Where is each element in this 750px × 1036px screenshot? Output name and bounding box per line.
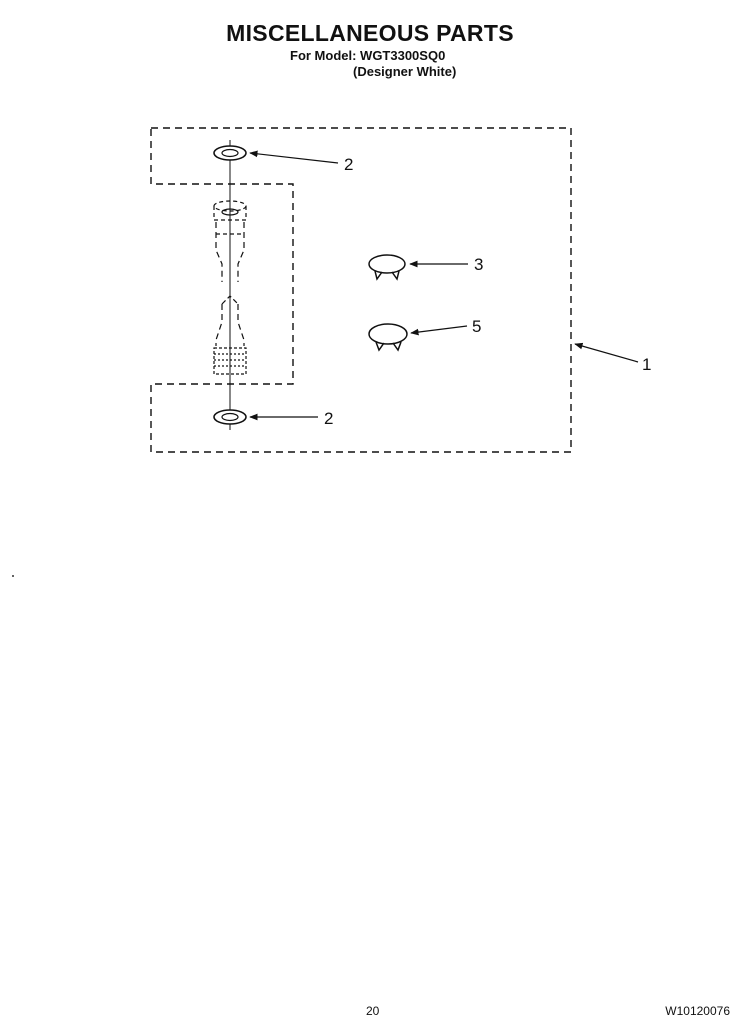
page-title: MISCELLANEOUS PARTS bbox=[226, 20, 514, 46]
document-code: W10120076 bbox=[665, 1004, 730, 1018]
scan-mark bbox=[12, 575, 14, 577]
hose-upper-fitting bbox=[213, 200, 247, 282]
leader-clamp-large bbox=[410, 325, 468, 336]
washer-top bbox=[213, 145, 247, 161]
model-line: For Model: WGT3300SQ0 bbox=[290, 48, 446, 63]
callout-clamp-large: 5 bbox=[472, 317, 481, 336]
hose-clamp-large bbox=[368, 323, 408, 352]
hose-clamp-small bbox=[368, 254, 406, 281]
leader-washer-top bbox=[249, 150, 339, 164]
callout-washer-bottom: 2 bbox=[324, 409, 333, 428]
callout-washer-top: 2 bbox=[344, 155, 353, 174]
callout-clamp-small: 3 bbox=[474, 255, 483, 274]
callout-kit: 1 bbox=[642, 355, 651, 374]
page-number: 20 bbox=[366, 1004, 380, 1018]
hose-lower-fitting bbox=[213, 295, 247, 375]
washer-bottom bbox=[213, 409, 247, 425]
leader-kit bbox=[574, 342, 639, 363]
variant-line: (Designer White) bbox=[353, 64, 457, 79]
kit-boundary bbox=[150, 127, 572, 453]
